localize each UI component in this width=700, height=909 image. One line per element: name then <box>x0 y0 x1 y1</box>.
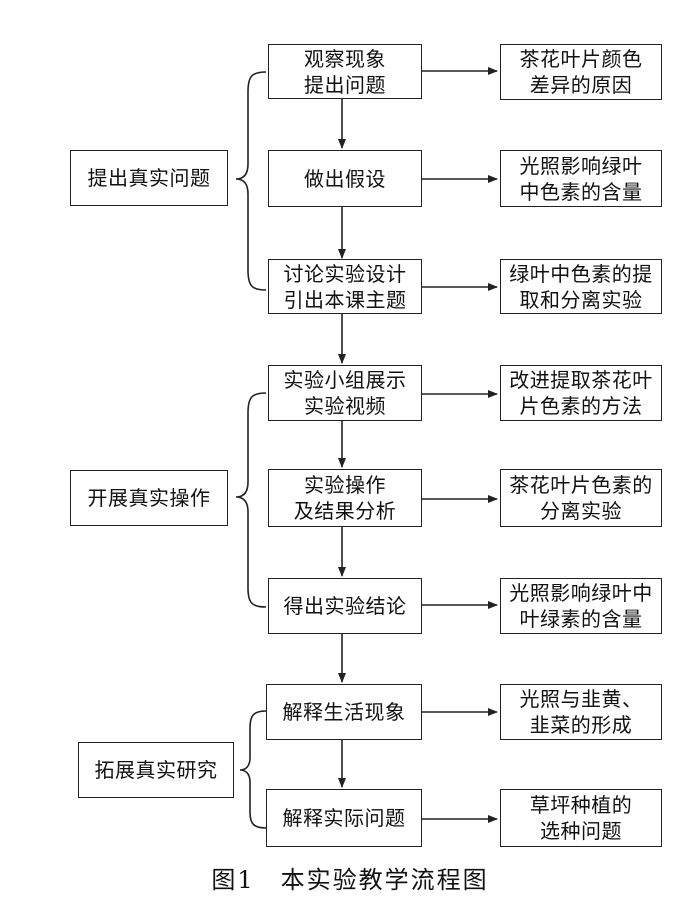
stage-label: 拓展真实研究 <box>94 758 218 782</box>
result-label: 茶花叶片颜色 差异的原因 <box>519 47 643 97</box>
stage-label: 开展真实操作 <box>87 486 211 510</box>
result-box-5: 茶花叶片色素的 分离实验 <box>500 469 662 527</box>
brace-stage3 <box>239 710 267 829</box>
result-label: 草坪种植的 选种问题 <box>529 793 633 843</box>
step-label: 做出假设 <box>304 166 386 191</box>
step-label: 实验小组展示 实验视频 <box>283 368 407 418</box>
result-box-3: 绿叶中色素的提 取和分离实验 <box>500 259 662 314</box>
result-box-4: 改进提取茶花叶 片色素的方法 <box>500 365 662 421</box>
stage-box-extend-real-research: 拓展真实研究 <box>78 742 234 798</box>
result-label: 光照影响绿叶中 叶绿素的含量 <box>509 581 653 631</box>
brace-stage2 <box>235 392 267 608</box>
result-box-8: 草坪种植的 选种问题 <box>500 789 662 847</box>
result-box-1: 茶花叶片颜色 差异的原因 <box>500 44 662 100</box>
stage-label: 提出真实问题 <box>87 166 211 190</box>
result-label: 改进提取茶花叶 片色素的方法 <box>509 368 653 418</box>
step-label: 观察现象 提出问题 <box>304 46 386 97</box>
stage-box-carry-out-real-operation: 开展真实操作 <box>70 470 228 526</box>
step-box-make-hypothesis: 做出假设 <box>268 150 422 207</box>
result-label: 绿叶中色素的提 取和分离实验 <box>509 261 653 312</box>
step-box-explain-life-phenomenon: 解释生活现象 <box>266 684 422 740</box>
step-box-explain-practical-problem: 解释实际问题 <box>266 789 422 847</box>
step-box-observe-and-ask: 观察现象 提出问题 <box>268 44 422 99</box>
step-label: 讨论实验设计 引出本课主题 <box>283 261 407 312</box>
result-label: 光照与韭黄、 韭菜的形成 <box>519 687 643 737</box>
step-label: 实验操作 及结果分析 <box>293 473 397 523</box>
result-box-2: 光照影响绿叶 中色素的含量 <box>500 150 662 207</box>
step-label: 解释实际问题 <box>282 806 406 830</box>
stage-box-raise-real-question: 提出真实问题 <box>70 150 228 206</box>
figure-caption: 图1 本实验教学流程图 <box>211 866 489 894</box>
result-box-6: 光照影响绿叶中 叶绿素的含量 <box>500 578 662 634</box>
step-box-group-video-presentation: 实验小组展示 实验视频 <box>268 365 422 421</box>
result-label: 光照影响绿叶 中色素的含量 <box>519 153 643 204</box>
horizontal-arrows <box>422 67 498 823</box>
step-box-discuss-experiment-design: 讨论实验设计 引出本课主题 <box>268 259 422 314</box>
step-box-draw-conclusion: 得出实验结论 <box>268 578 422 634</box>
brace-stage1 <box>235 71 267 291</box>
stage-braces <box>235 71 267 829</box>
step-box-experiment-and-analysis: 实验操作 及结果分析 <box>268 469 422 527</box>
step-label: 解释生活现象 <box>282 700 406 724</box>
step-label: 得出实验结论 <box>283 594 407 618</box>
result-label: 茶花叶片色素的 分离实验 <box>509 473 653 523</box>
result-box-7: 光照与韭黄、 韭菜的形成 <box>500 684 662 740</box>
